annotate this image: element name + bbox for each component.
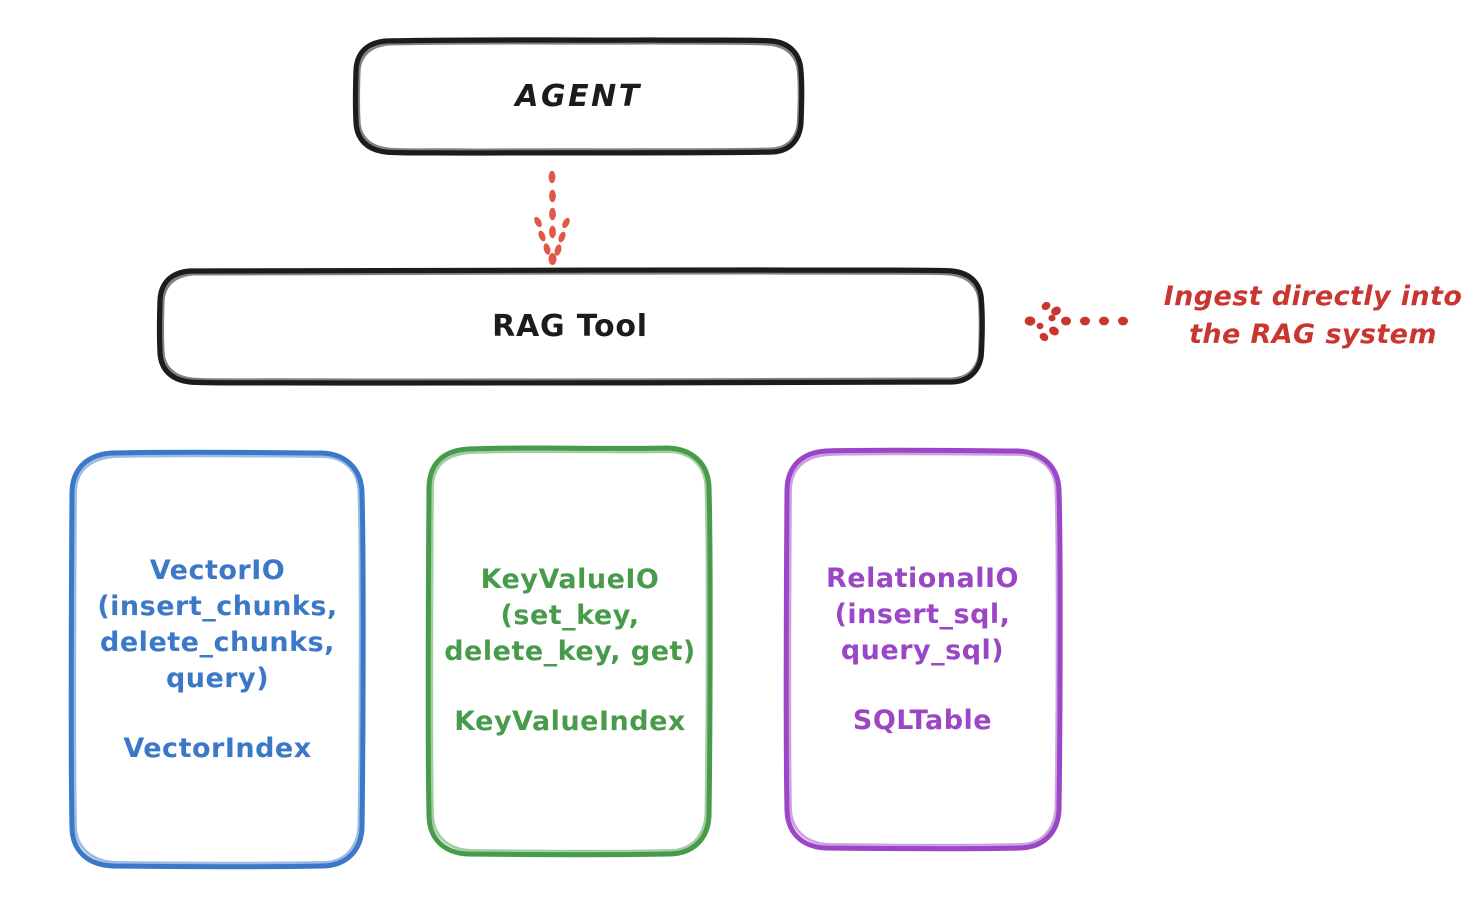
rag-tool-node[interactable] (156, 267, 985, 386)
key-value-io-node[interactable] (425, 445, 713, 858)
agent-box-outline-sketch (356, 41, 801, 152)
agent-to-rag-connector (534, 170, 570, 265)
vector-io-box-outline-sketch (73, 454, 362, 865)
agent-box-outline (352, 37, 805, 156)
key-value-io-box-outline (425, 445, 713, 858)
relational-io-box-outline-sketch (788, 452, 1059, 847)
rag-tool-box-outline (156, 267, 985, 386)
relational-io-node[interactable] (783, 447, 1063, 852)
vector-io-node[interactable] (68, 449, 366, 870)
agent-node[interactable] (352, 37, 805, 156)
relational-io-box-outline (783, 447, 1063, 852)
ingest-arrow-connector (1024, 301, 1128, 342)
rag-tool-box-outline-sketch (160, 271, 982, 382)
vector-io-box-outline (68, 449, 366, 870)
key-value-io-box-outline-sketch (430, 450, 709, 853)
